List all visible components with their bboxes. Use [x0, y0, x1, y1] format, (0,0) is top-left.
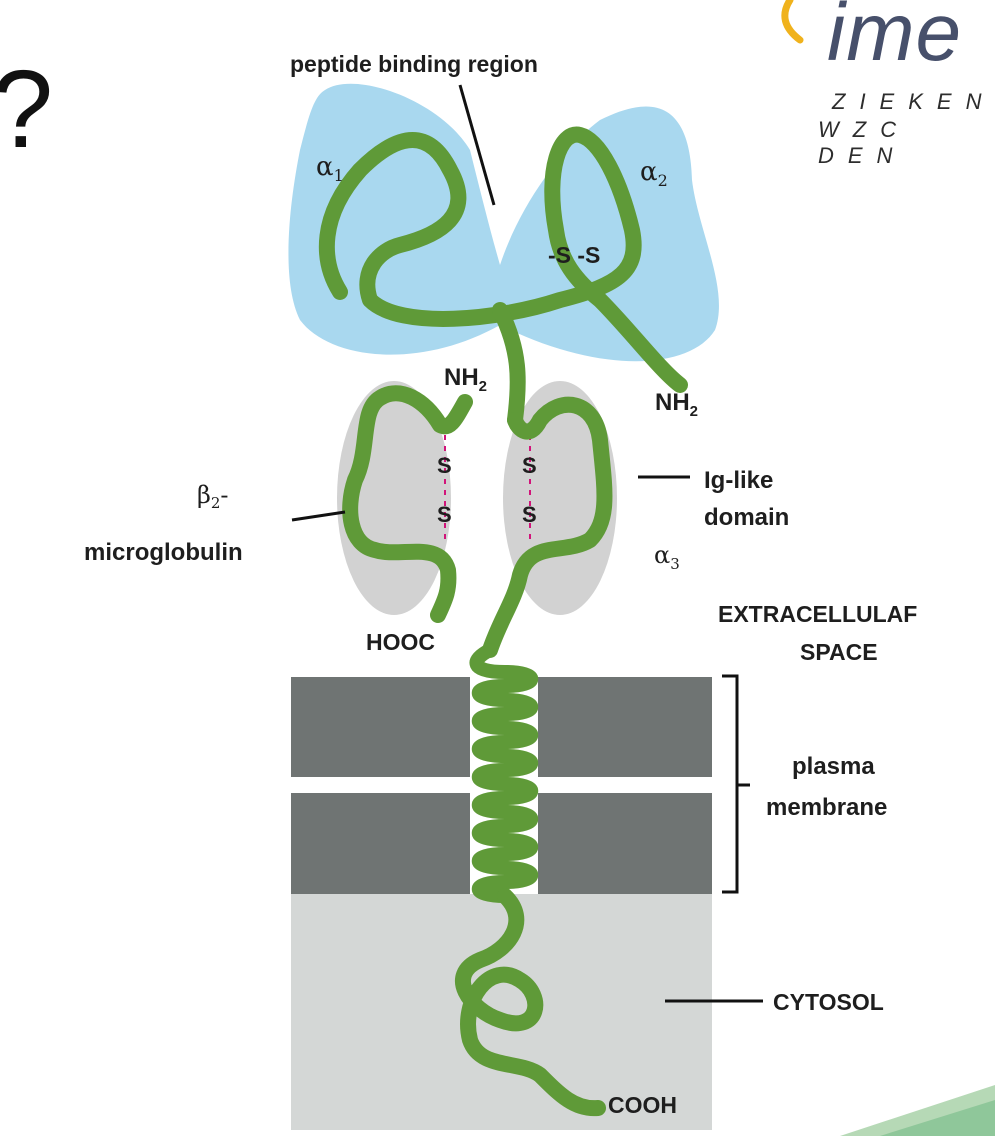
hooc-label: HOOC — [366, 629, 435, 655]
beta2-label-line2: microglobulin — [84, 539, 243, 566]
disulfide-label-top: -S -S — [548, 242, 600, 268]
extracellular-label-line1: EXTRACELLULAF — [718, 601, 917, 627]
s-mark-1: S — [437, 453, 452, 478]
cytosol-label: CYTOSOL — [773, 989, 884, 1015]
alpha3-label: α3 — [654, 541, 680, 573]
peptide-binding-region-label: peptide binding region — [290, 51, 538, 77]
logo-swirl — [785, 0, 800, 40]
nh2-label-right: NH2 — [655, 389, 698, 420]
s-mark-3: S — [522, 453, 537, 478]
cooh-label: COOH — [608, 1092, 677, 1118]
plasma-membrane-label-line2: membrane — [766, 794, 887, 821]
ig-like-label-line1: Ig-like — [704, 467, 773, 494]
plasma-membrane-label-line1: plasma — [792, 753, 875, 780]
s-mark-2: S — [437, 502, 452, 527]
membrane-bracket — [722, 676, 737, 892]
s-mark-4: S — [522, 502, 537, 527]
extracellular-label-line2: SPACE — [800, 639, 878, 665]
nh2-label-left: NH2 — [444, 364, 487, 395]
ig-like-label-line2: domain — [704, 504, 789, 531]
beta2-label-line1: β2- — [197, 481, 229, 512]
